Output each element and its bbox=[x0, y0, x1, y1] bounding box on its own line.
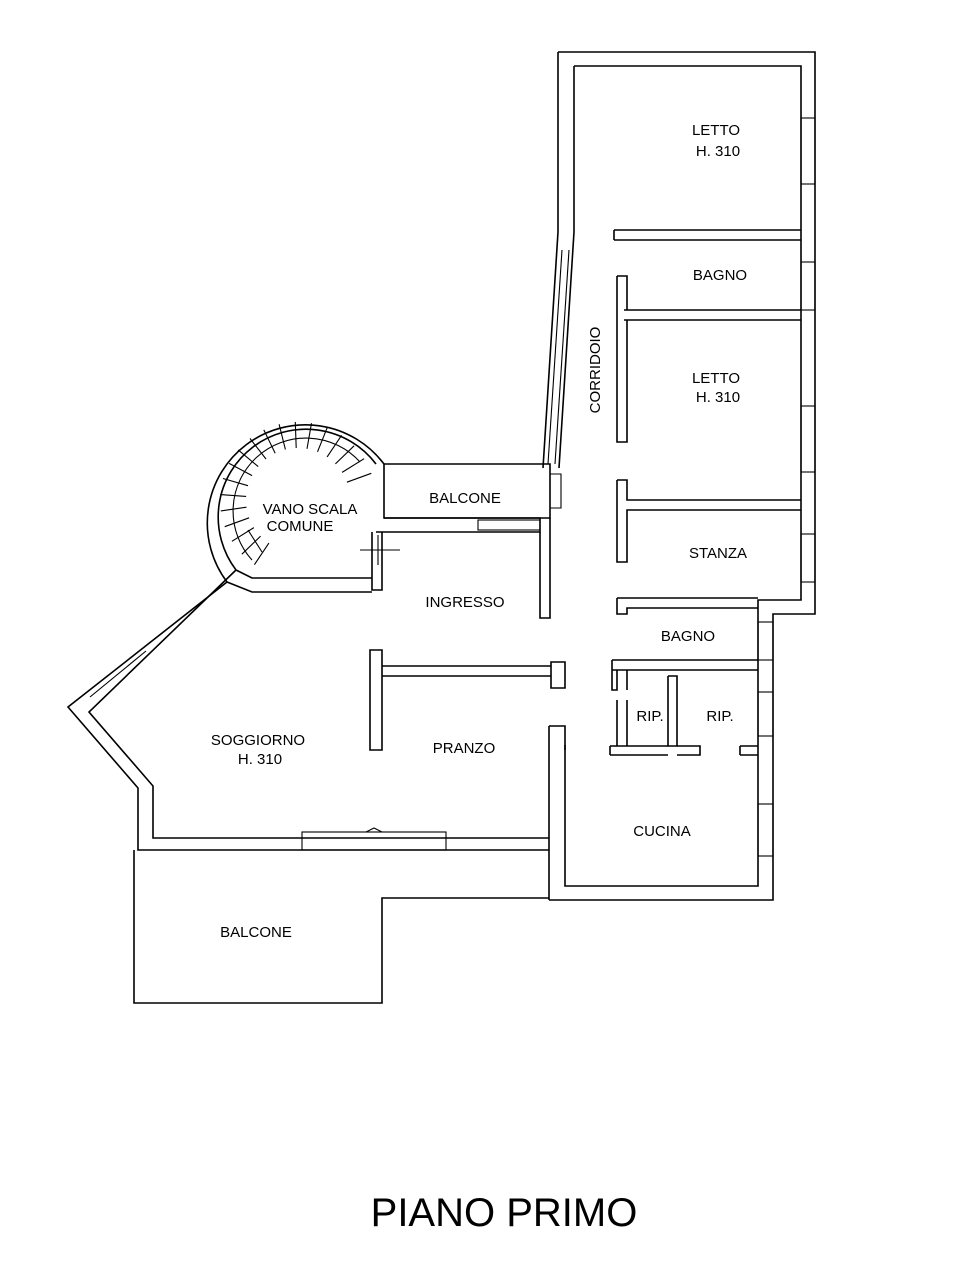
walls-center bbox=[360, 463, 566, 900]
room-vano-scala-line1: VANO SCALA bbox=[263, 501, 358, 518]
room-rip-2-name: RIP. bbox=[706, 708, 733, 725]
room-letto-2-name: LETTO bbox=[692, 370, 740, 387]
stair-steps bbox=[220, 421, 372, 566]
room-pranzo-name: PRANZO bbox=[433, 740, 496, 757]
stair-step bbox=[241, 535, 261, 555]
room-letto-1-height: H. 310 bbox=[696, 143, 740, 160]
stair-step bbox=[249, 438, 267, 460]
room-corridoio-name: CORRIDOIO bbox=[587, 327, 604, 414]
stair-step bbox=[306, 423, 313, 449]
stair-step bbox=[237, 449, 259, 468]
room-balcone-bottom-name: BALCONE bbox=[220, 924, 292, 941]
plan-title: PIANO PRIMO bbox=[371, 1191, 638, 1235]
stair-step bbox=[346, 472, 372, 483]
room-letto-1-name: LETTO bbox=[692, 122, 740, 139]
stair-step bbox=[278, 424, 286, 450]
stair-step bbox=[341, 458, 365, 473]
stair-step bbox=[335, 445, 355, 465]
room-ingresso-name: INGRESSO bbox=[425, 594, 504, 611]
stair-step bbox=[253, 542, 270, 566]
room-bagno-1-name: BAGNO bbox=[693, 267, 747, 284]
room-balcone-top-name: BALCONE bbox=[429, 490, 501, 507]
stair-step bbox=[220, 494, 247, 497]
stair-step bbox=[294, 421, 297, 449]
staircase bbox=[206, 421, 385, 593]
room-cucina-name: CUCINA bbox=[633, 823, 691, 840]
room-rip-1-name: RIP. bbox=[636, 708, 663, 725]
stair-step bbox=[222, 477, 249, 487]
stair-step bbox=[231, 527, 255, 542]
stair-step bbox=[220, 506, 247, 512]
room-soggiorno-height: H. 310 bbox=[238, 751, 282, 768]
room-labels: LETTO H. 310 BAGNO CORRIDOIO LETTO H. 31… bbox=[211, 122, 747, 941]
room-stanza-name: STANZA bbox=[689, 545, 747, 562]
room-soggiorno-name: SOGGIORNO bbox=[211, 732, 305, 749]
room-bagno-2-name: BAGNO bbox=[661, 628, 715, 645]
stair-step bbox=[228, 462, 253, 477]
stair-step bbox=[224, 517, 250, 528]
room-letto-2-height: H. 310 bbox=[696, 389, 740, 406]
stair-step bbox=[263, 429, 276, 454]
walls-right-wing bbox=[542, 51, 816, 901]
room-vano-scala-line2: COMUNE bbox=[267, 518, 334, 535]
stair-step bbox=[326, 434, 343, 458]
walls-left bbox=[66, 569, 549, 1004]
stair-step bbox=[316, 427, 328, 453]
